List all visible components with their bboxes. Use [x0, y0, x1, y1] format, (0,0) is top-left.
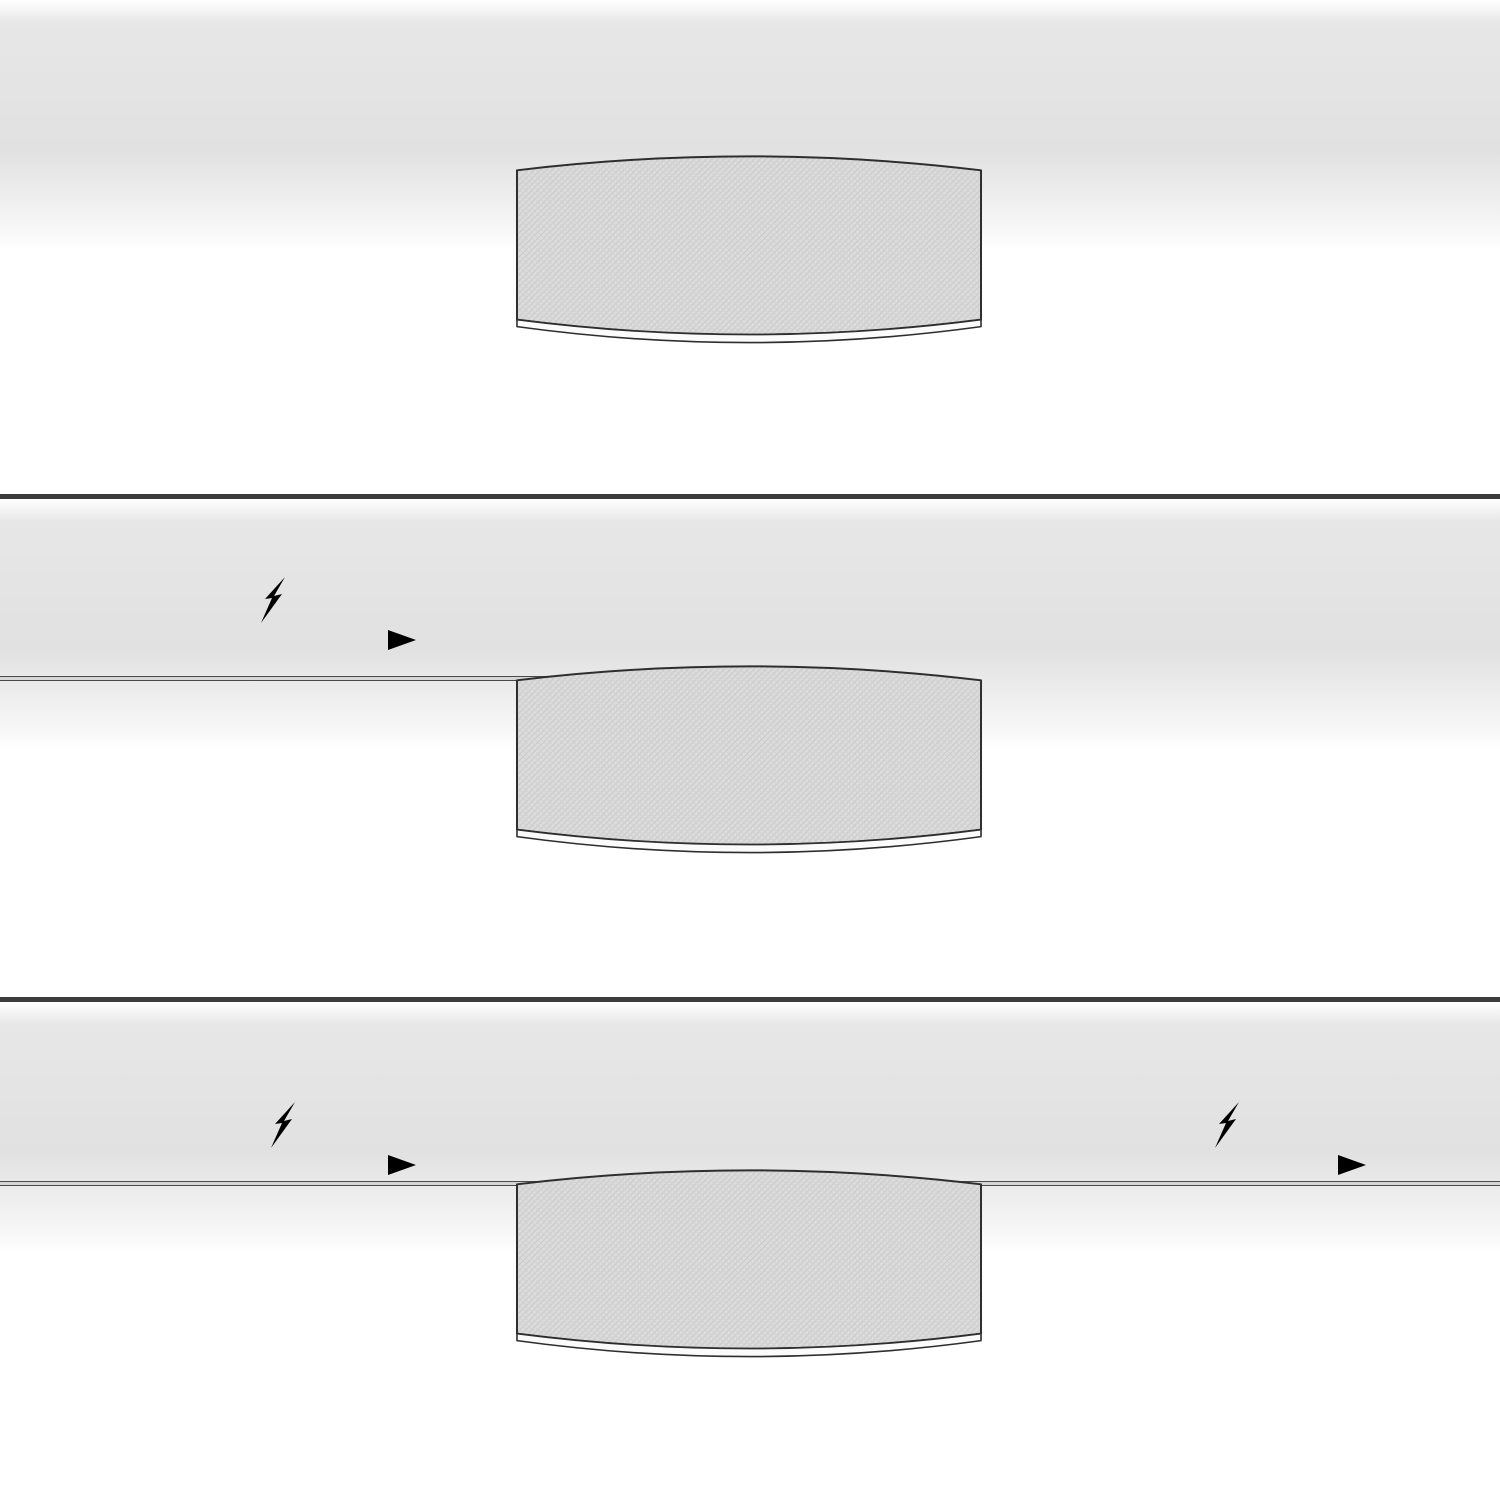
power-cable-left: [0, 676, 560, 681]
arrow-right-icon: [150, 1155, 416, 1175]
drum-ceiling-lamp: [515, 155, 983, 344]
lightning-bolt-icon: [1215, 1102, 1239, 1148]
power-cable-right: [940, 1181, 1500, 1186]
power-cable-left: [0, 1181, 560, 1186]
drum-ceiling-lamp: [515, 1169, 983, 1358]
lightning-bolt-icon: [261, 577, 285, 623]
panel-lamp-cable-through: [0, 1002, 1500, 1500]
panel-lamp-no-cable: [0, 0, 1500, 494]
panel-divider: [0, 494, 1500, 499]
drum-ceiling-lamp: [515, 665, 983, 854]
arrow-right-icon: [1100, 1155, 1366, 1175]
arrow-right-icon: [150, 630, 416, 650]
panel-divider: [0, 997, 1500, 1002]
lightning-bolt-icon: [271, 1102, 295, 1148]
panel-lamp-cable-in-left: [0, 499, 1500, 997]
